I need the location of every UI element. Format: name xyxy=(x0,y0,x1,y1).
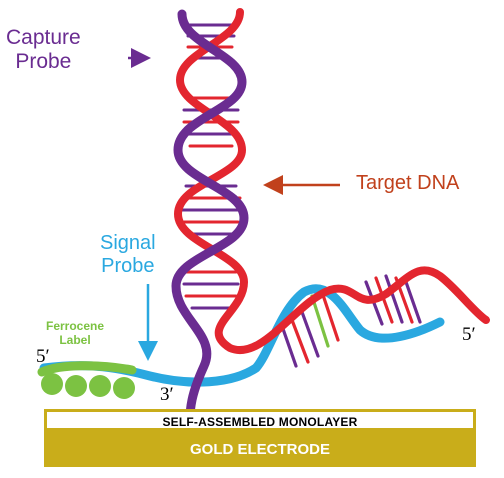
self-assembled-monolayer: SELF-ASSEMBLED MONOLAYER xyxy=(44,409,476,431)
ferrocene-label: Ferrocene Label xyxy=(46,319,105,347)
three-prime-label: 3′ xyxy=(160,384,174,405)
electrode-label: GOLD ELECTRODE xyxy=(189,441,330,458)
capture-probe-strand xyxy=(171,9,249,445)
capture-target-base-pairs xyxy=(180,23,242,310)
capture-probe-label: Capture Probe xyxy=(6,26,81,74)
signal-probe-label: Signal Probe xyxy=(100,232,156,277)
five-prime-left-label: 5′ xyxy=(36,346,50,367)
monolayer-label: SELF-ASSEMBLED MONOLAYER xyxy=(162,415,358,429)
target-dna-strand xyxy=(173,8,490,355)
ferrocene-linker xyxy=(37,361,137,377)
five-prime-right-label: 5′ xyxy=(462,324,476,345)
ferrocene-beads xyxy=(41,373,135,399)
gold-electrode: GOLD ELECTRODE xyxy=(44,431,476,467)
target-dna-label: Target DNA xyxy=(356,172,460,194)
